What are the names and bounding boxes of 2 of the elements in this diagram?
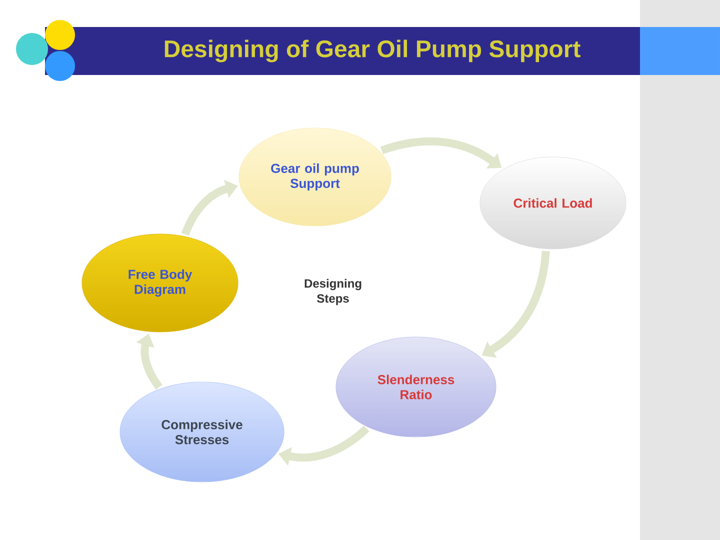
center-label: Designing Steps — [304, 278, 362, 306]
title: Designing of Gear Oil Pump Support — [164, 40, 580, 62]
